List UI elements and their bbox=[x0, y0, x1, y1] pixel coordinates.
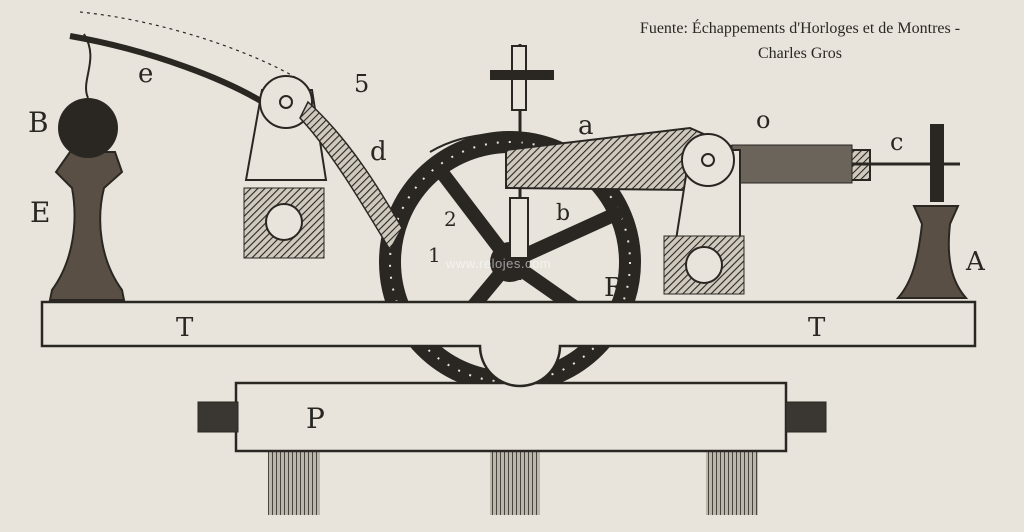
support-feet bbox=[268, 445, 758, 515]
bar-P bbox=[197, 381, 827, 453]
label-c: c bbox=[890, 128, 903, 156]
source-credit: Fuente: Échappements d'Horloges et de Mo… bbox=[560, 16, 1024, 66]
label-R: R bbox=[604, 273, 625, 303]
label-b: b bbox=[556, 201, 570, 226]
label-B: B bbox=[28, 106, 49, 139]
pillar-E bbox=[48, 33, 126, 301]
base-T bbox=[40, 300, 977, 388]
watermark: www.relojes.com bbox=[446, 256, 552, 271]
label-P: P bbox=[306, 402, 325, 435]
label-1: 1 bbox=[428, 243, 441, 267]
label-2: 2 bbox=[444, 207, 457, 231]
label-E: E bbox=[30, 196, 50, 229]
label-e: e bbox=[138, 59, 153, 89]
label-T-left: T bbox=[176, 313, 194, 343]
pillar-A bbox=[895, 124, 969, 299]
label-o: o bbox=[756, 106, 770, 134]
label-A: A bbox=[965, 247, 986, 277]
arm-d bbox=[299, 100, 491, 252]
label-5: 5 bbox=[354, 70, 369, 98]
label-T-right: T bbox=[808, 313, 826, 343]
source-credit-line2: Charles Gros bbox=[758, 45, 842, 62]
lever-a bbox=[505, 126, 960, 295]
lever-e bbox=[69, 11, 328, 259]
source-credit-line1: Fuente: Échappements d'Horloges et de Mo… bbox=[639, 20, 961, 37]
label-d: d bbox=[370, 137, 387, 167]
label-a: a bbox=[578, 111, 594, 141]
